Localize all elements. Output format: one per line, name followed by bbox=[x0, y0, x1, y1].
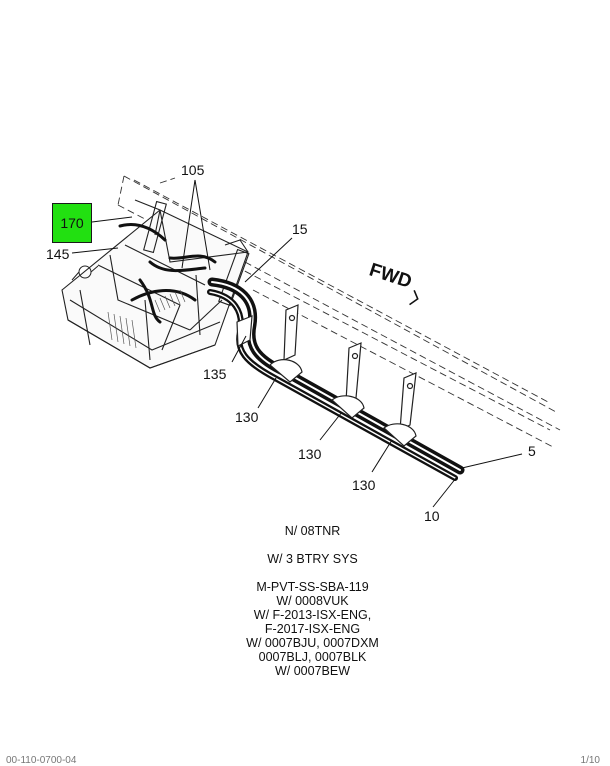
internal-cables bbox=[118, 223, 217, 324]
note-line: W/ 0007BJU, 0007DXM bbox=[246, 636, 379, 650]
applicability-notes: N/ 08TNR W/ 3 BTRY SYS M-PVT-SS-SBA-119 … bbox=[205, 524, 420, 678]
callout-15: 15 bbox=[292, 221, 308, 237]
fwd-arrow-icon bbox=[409, 290, 419, 306]
note-line: 0007BLJ, 0007BLK bbox=[258, 650, 367, 664]
note-line: W/ 0007BEW bbox=[274, 664, 351, 678]
callout-130-third: 130 bbox=[352, 477, 376, 493]
callout-5: 5 bbox=[528, 443, 536, 459]
leader-lines bbox=[71, 179, 523, 508]
battery-box bbox=[61, 199, 250, 369]
callout-170-label[interactable]: 170 bbox=[60, 215, 84, 231]
note-line: W/ F-2013-ISX-ENG, bbox=[253, 608, 372, 622]
callout-10: 10 bbox=[424, 508, 440, 524]
cable-harness bbox=[207, 277, 465, 481]
note-line: W/ 0008VUK bbox=[276, 594, 349, 608]
clip-part bbox=[71, 265, 99, 281]
callout-130-second: 130 bbox=[298, 446, 322, 462]
note-line: N/ 08TNR bbox=[284, 524, 341, 538]
mounting-brackets bbox=[236, 304, 417, 447]
hatching bbox=[107, 289, 186, 349]
callout-105: 105 bbox=[181, 162, 205, 178]
note-line: M-PVT-SS-SBA-119 bbox=[256, 580, 369, 594]
callout-135: 135 bbox=[203, 366, 227, 382]
highlight-callout-170[interactable] bbox=[52, 203, 92, 243]
note-line: W/ 3 BTRY SYS bbox=[267, 552, 358, 566]
callout-130-first: 130 bbox=[235, 409, 259, 425]
fwd-label: FWD bbox=[367, 260, 415, 293]
callout-145: 145 bbox=[46, 246, 70, 262]
note-line: F-2017-ISX-ENG bbox=[264, 622, 361, 636]
